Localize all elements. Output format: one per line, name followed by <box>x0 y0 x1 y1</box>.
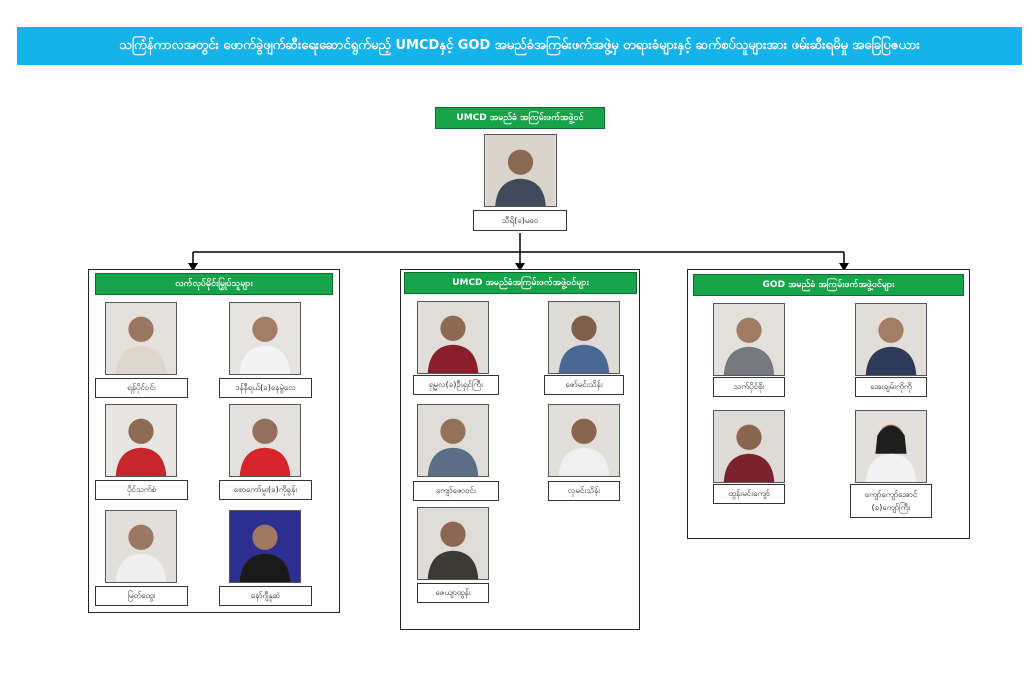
member-name-label: လှမင်းသိန်း <box>548 481 620 501</box>
person-photo-icon <box>418 508 488 579</box>
member-photo <box>713 303 785 376</box>
person-photo-icon <box>856 411 926 482</box>
member-photo <box>713 410 785 483</box>
group-tag-umcd-members: UMCD အမည်ခံအကြမ်းဖက်အဖွဲ့ဝင်များ <box>404 272 637 294</box>
leader-name-label: သီရိ(ခ)မဝေ <box>473 210 567 231</box>
person-photo-icon <box>549 302 619 373</box>
person-photo-icon <box>856 304 926 375</box>
member-name-label: ကျော်ကျော်အောင် (ခ)ကျော်ကြီး <box>850 484 932 518</box>
person-photo-icon <box>418 405 488 476</box>
member-photo <box>105 302 177 375</box>
person-photo-icon <box>106 303 176 374</box>
member-name-label: ဇော်မင်းသိန်း <box>544 375 624 395</box>
member-name-label: ကျော်ဇောဝင်း <box>413 481 499 501</box>
member-photo <box>229 404 301 477</box>
person-photo-icon <box>230 405 300 476</box>
member-name-label: အေးချမ်းကိုကို <box>855 377 927 397</box>
person-photo-icon <box>714 411 784 482</box>
member-photo <box>417 404 489 477</box>
person-photo-icon <box>106 511 176 582</box>
person-photo-icon <box>106 405 176 476</box>
arrow-head-mid <box>515 263 525 271</box>
member-photo <box>229 510 301 583</box>
member-name-label: စောကော်မူး(ခ)ကိုခွန်း <box>219 480 312 500</box>
person-photo-icon <box>485 135 556 206</box>
arrow-head-right <box>839 263 849 271</box>
member-photo <box>105 404 177 477</box>
member-photo <box>548 404 620 477</box>
member-name-label: နော်ဂျီနူဆဲ <box>219 586 312 606</box>
arrow-head-left <box>188 263 198 271</box>
member-name-label: ရှမ္မလ(ခ)ဦးရှင်ကြီး <box>413 375 499 395</box>
member-photo <box>855 410 927 483</box>
person-photo-icon <box>230 303 300 374</box>
member-name-label: မြတ်ထွေး <box>95 586 188 606</box>
member-name-label: ဒန်နီရယ်(ခ)နေမွဲလေ <box>219 378 312 398</box>
member-photo <box>417 301 489 374</box>
member-photo <box>417 507 489 580</box>
member-name-label: ဇေယျာထွန်း <box>417 583 489 603</box>
member-name-label: ပိုင်သက်စံ <box>95 480 188 500</box>
page-title-banner: သကြံန်ကာလအတွင်း ဖောက်ခွဲဖျက်ဆီးရေးဆောင်ရ… <box>17 27 1022 65</box>
member-photo <box>105 510 177 583</box>
member-photo <box>548 301 620 374</box>
member-photo <box>855 303 927 376</box>
member-name-label: ရန်ပိုင်ဝင်း <box>95 378 188 398</box>
leader-photo <box>484 134 557 207</box>
person-photo-icon <box>230 511 300 582</box>
person-photo-icon <box>418 302 488 373</box>
member-photo <box>229 302 301 375</box>
leader-tag: UMCD အမည်ခံ အကြမ်းဖက်အဖွဲ့ဝင် <box>435 107 605 129</box>
member-name-label: သက်ပိုင်စိုး <box>713 377 785 397</box>
person-photo-icon <box>714 304 784 375</box>
person-photo-icon <box>549 405 619 476</box>
group-tag-god-members: GOD အမည်ခံ အကြမ်းဖက်အဖွဲ့ဝင်များ <box>693 274 964 296</box>
page-title: သကြံန်ကာလအတွင်း ဖောက်ခွဲဖျက်ဆီးရေးဆောင်ရ… <box>119 37 920 53</box>
group-tag-mine-planters: လက်လုပ်မိုင်းမြှုပ်သူများ <box>95 273 333 295</box>
member-name-label: ထွန်းမင်းကျော် <box>713 484 785 504</box>
